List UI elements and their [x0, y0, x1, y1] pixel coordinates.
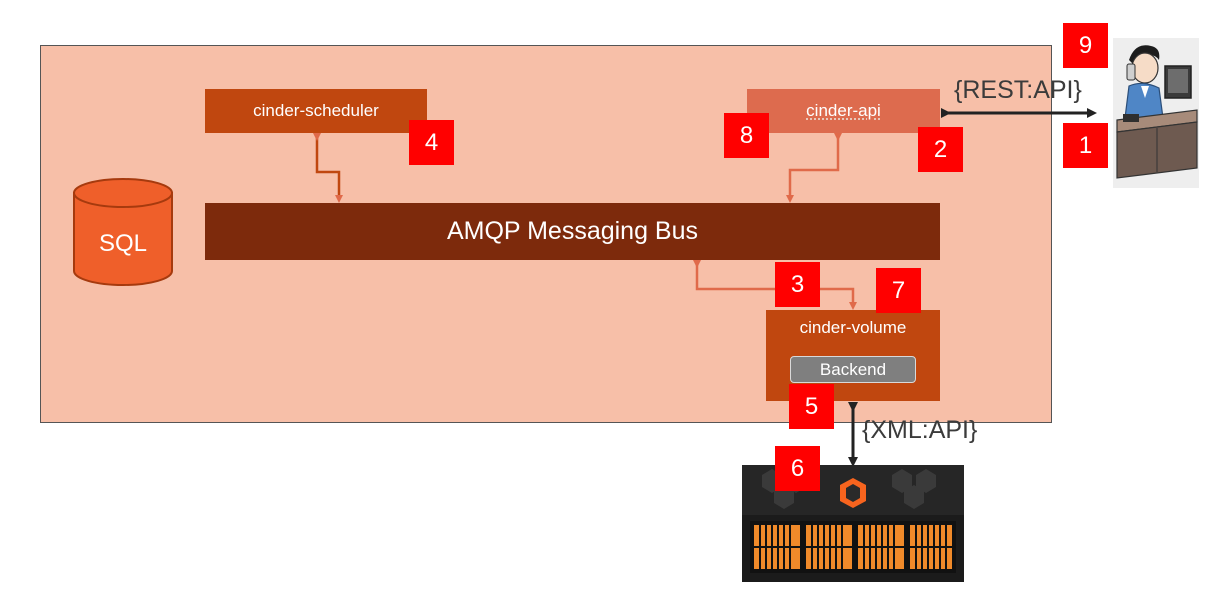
step-badge-7: 7 — [876, 268, 921, 313]
step-badge-3: 3 — [775, 262, 820, 307]
amqp-bus-box: AMQP Messaging Bus — [205, 203, 940, 260]
step-badge-5: 5 — [789, 384, 834, 429]
cinder-api-label: cinder-api — [806, 101, 881, 120]
backend-box: Backend — [790, 356, 916, 383]
cinder-volume-label: cinder-volume — [799, 318, 907, 337]
sql-label: SQL — [98, 230, 148, 257]
user-at-desk-icon — [1113, 38, 1199, 188]
scheduler-bus-arrow — [313, 133, 343, 203]
cinder-api-box: cinder-api — [747, 89, 940, 133]
backend-label: Backend — [819, 359, 887, 379]
rest-api-label: {REST:API} — [954, 76, 1082, 104]
step-badge-6: 6 — [775, 446, 820, 491]
step-badge-1: 1 — [1063, 123, 1108, 168]
database-cylinder-icon — [73, 178, 173, 286]
amqp-bus-label: AMQP Messaging Bus — [446, 217, 699, 245]
cinder-volume-box: cinder-volume Backend — [766, 310, 940, 401]
step-badge-2: 2 — [918, 127, 963, 172]
step-badge-9: 9 — [1063, 23, 1108, 68]
api-bus-arrow — [786, 133, 842, 203]
step-badge-4: 4 — [409, 120, 454, 165]
step-badge-8: 8 — [724, 113, 769, 158]
xml-api-label: {XML:API} — [862, 416, 978, 444]
cinder-scheduler-box: cinder-scheduler — [205, 89, 427, 133]
cinder-scheduler-label: cinder-scheduler — [253, 101, 379, 120]
